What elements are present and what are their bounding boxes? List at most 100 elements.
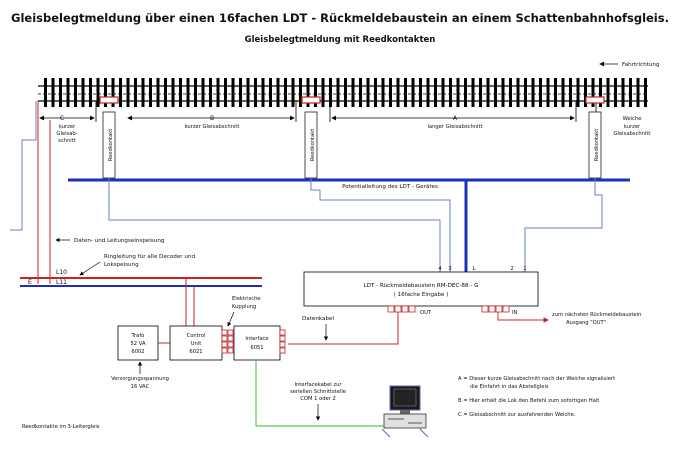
- sleeper: [509, 78, 512, 107]
- sleeper: [411, 78, 415, 107]
- sleeper: [231, 78, 235, 107]
- sleeper: [404, 78, 407, 107]
- sleeper: [486, 78, 490, 107]
- sleeper: [456, 78, 460, 107]
- sleeper: [644, 78, 647, 107]
- ldt-pin-l: L: [473, 266, 476, 272]
- sleeper: [239, 78, 242, 107]
- section-c-desc-2: Gleisab-: [56, 131, 77, 137]
- supply-label-2: 16 VAC: [131, 384, 150, 390]
- sleeper: [134, 78, 137, 107]
- weiche-desc-1: Weiche: [623, 116, 642, 122]
- diagram-subtitle: Gleisbelegtmeldung mit Reedkontakten: [245, 35, 436, 45]
- sleeper: [389, 78, 392, 107]
- sleeper: [261, 78, 265, 107]
- sleeper: [314, 78, 317, 107]
- ldt-out-label: OUT: [420, 310, 432, 316]
- ldt-pin-3: 3: [448, 266, 451, 272]
- trafo-line-2: 52 VA: [130, 341, 145, 347]
- sleeper: [576, 78, 580, 107]
- diagram-title: Gleisbelegtmeldung über einen 16fachen L…: [11, 11, 669, 25]
- footer-note: Reedkontakte im 3-Leitergleis: [22, 424, 100, 430]
- sleeper: [306, 78, 310, 107]
- ldt-pin-2: 2: [510, 266, 513, 272]
- reed-label-1: Reedkontakt: [108, 129, 114, 162]
- sleeper: [111, 78, 115, 107]
- power-label: Daten- und Leitungseinspeisung: [74, 238, 165, 244]
- datenkabel-label: Datenkabel: [302, 316, 334, 322]
- potential-label: Potentialleitung des LDT - Gerätes: [342, 184, 438, 190]
- next-module-label-1: zum nächsten Rückmeldebaustein: [552, 312, 641, 318]
- sleeper: [44, 78, 47, 107]
- sleeper: [419, 78, 422, 107]
- sleeper: [554, 78, 557, 107]
- note-c: C = Gleisabschnitt zur ausfahrenden Weic…: [458, 412, 576, 418]
- sleeper: [359, 78, 362, 107]
- sleeper: [516, 78, 520, 107]
- sleeper: [209, 78, 212, 107]
- reed-label-2: Reedkontakt: [310, 129, 316, 162]
- sleeper: [449, 78, 452, 107]
- sleeper: [149, 78, 152, 107]
- section-b-letter: B: [210, 115, 214, 122]
- supply-label-1: Versorgungsspannung: [111, 376, 169, 382]
- sleeper: [299, 78, 302, 107]
- kupplung-label-2: Kupplung: [232, 304, 256, 310]
- sleeper: [246, 78, 250, 107]
- section-a-letter: A: [453, 115, 458, 122]
- sleeper: [396, 78, 400, 107]
- ldt-pin-4: 4: [438, 266, 442, 272]
- sleeper: [96, 78, 100, 107]
- sleeper: [201, 78, 205, 107]
- control-unit-box: [169, 325, 223, 361]
- sleeper: [524, 78, 527, 107]
- ldt-line-1: LDT - Rückmeldebaustein RM-DEC-88 - G: [364, 283, 479, 289]
- section-b-desc: kurzer Gleisabschnitt: [185, 124, 240, 130]
- sleeper: [284, 78, 287, 107]
- sleeper: [606, 78, 610, 107]
- ldt-in-connector: [481, 305, 510, 313]
- interface-line-2: 6051: [250, 345, 263, 351]
- sleeper: [119, 78, 122, 107]
- interface-connector: [279, 329, 286, 354]
- sleeper: [464, 78, 467, 107]
- interface-cable: [255, 360, 386, 427]
- sleeper: [441, 78, 445, 107]
- sleeper: [501, 78, 505, 107]
- control-unit-line-2: Unit: [191, 341, 202, 347]
- bus-e-label: E: [28, 279, 32, 286]
- direction-label: Fahrtrichtung: [622, 62, 660, 68]
- sleeper: [381, 78, 385, 107]
- sleeper: [584, 78, 587, 107]
- bus-l10-label: L10: [56, 269, 67, 276]
- sleeper: [599, 78, 602, 107]
- trafo-line-3: 6002: [131, 349, 144, 355]
- sleeper: [194, 78, 197, 107]
- control-unit-line-3: 6021: [189, 349, 202, 355]
- sleeper: [66, 78, 70, 107]
- kupplung-arrow: [227, 311, 235, 327]
- sleeper: [216, 78, 220, 107]
- interface-line-1: Interface: [245, 336, 268, 342]
- reed-contacts-on-track: [99, 96, 605, 104]
- next-module-label-2: Ausgang "OUT": [566, 320, 606, 326]
- sleeper: [471, 78, 475, 107]
- bus-to-control-wires: [185, 278, 195, 326]
- interface-cable-label-2: seriellen Schnittstelle: [290, 389, 346, 395]
- ldt-in-label: IN: [512, 310, 518, 316]
- next-module-wire: [497, 312, 549, 323]
- reed-label-3: Reedkontakt: [594, 129, 600, 162]
- kupplung-label-1: Elektrische: [232, 296, 261, 302]
- coupling-connector: [221, 329, 234, 354]
- sleeper: [104, 78, 107, 107]
- trafo-box: [117, 325, 159, 361]
- note-a-line-2: die Einfahrt in das Abstellgleis: [470, 384, 549, 390]
- sleeper: [561, 78, 565, 107]
- sleeper: [81, 78, 85, 107]
- sleeper: [51, 78, 55, 107]
- sleeper: [269, 78, 272, 107]
- sleeper: [171, 78, 175, 107]
- sleeper: [329, 78, 332, 107]
- note-a-line-1: A = Dieser kurze Gleisabschnitt nach der…: [458, 376, 615, 382]
